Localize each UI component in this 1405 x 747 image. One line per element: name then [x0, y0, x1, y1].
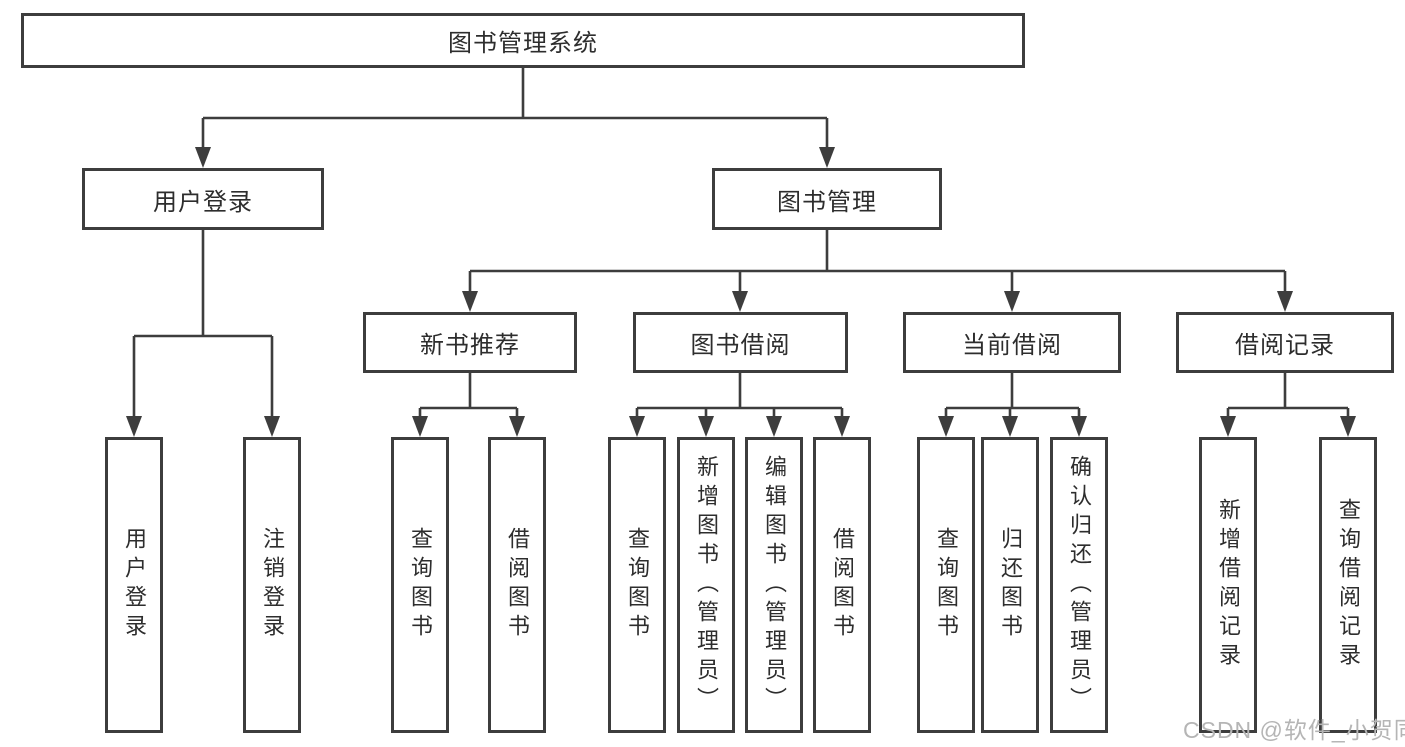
- arrowhead: [819, 147, 835, 168]
- node-book-borrow-label: 图书借阅: [690, 332, 791, 359]
- leaf-add-borrow-record: 新增借阅记录: [1199, 437, 1257, 733]
- leaf-borrow-books-borrow-label: 借阅图书: [830, 527, 855, 643]
- node-new-book-recommend: 新书推荐: [363, 312, 577, 373]
- leaf-query-books-recommend: 查询图书: [391, 437, 449, 733]
- arrowhead: [1340, 416, 1356, 437]
- leaf-confirm-return-admin: 确认归还（管理员）: [1050, 437, 1108, 733]
- line: [468, 230, 1287, 294]
- leaf-return-book: 归还图书: [981, 437, 1039, 733]
- node-borrow-records-label: 借阅记录: [1235, 332, 1335, 359]
- leaf-add-book-admin-label: 新增图书（管理员）: [694, 454, 719, 716]
- node-user-login: 用户登录: [82, 168, 324, 230]
- node-new-book-recommend-label: 新书推荐: [420, 332, 520, 359]
- node-current-borrow: 当前借阅: [903, 312, 1121, 373]
- arrowhead: [834, 416, 850, 437]
- connector-root: [195, 68, 835, 168]
- leaf-add-borrow-record-label: 新增借阅记录: [1216, 498, 1241, 672]
- leaf-logout: 注销登录: [243, 437, 301, 733]
- arrowhead: [1002, 416, 1018, 437]
- connector-user-login: [126, 230, 280, 437]
- leaf-query-books-borrow: 查询图书: [608, 437, 666, 733]
- line: [132, 230, 274, 419]
- node-book-borrow: 图书借阅: [633, 312, 848, 373]
- connector-new-book-recommend: [412, 373, 525, 437]
- arrowhead: [195, 147, 211, 168]
- arrowhead: [938, 416, 954, 437]
- leaf-query-borrow-record-label: 查询借阅记录: [1336, 498, 1361, 672]
- arrowhead: [698, 416, 714, 437]
- arrowhead: [264, 416, 280, 437]
- leaf-edit-book-admin-label: 编辑图书（管理员）: [762, 454, 787, 716]
- arrowhead: [1004, 291, 1020, 312]
- leaf-return-book-label: 归还图书: [998, 527, 1023, 643]
- line: [1226, 373, 1350, 419]
- leaf-query-books-current-label: 查询图书: [934, 527, 959, 643]
- connector-book-borrow: [629, 373, 850, 437]
- line: [201, 68, 829, 150]
- arrowhead: [1071, 416, 1087, 437]
- arrowhead: [766, 416, 782, 437]
- leaf-add-book-admin: 新增图书（管理员）: [677, 437, 735, 733]
- arrowhead: [126, 416, 142, 437]
- leaf-query-books-current: 查询图书: [917, 437, 975, 733]
- leaf-query-books-recommend-label: 查询图书: [408, 527, 433, 643]
- arrowhead: [412, 416, 428, 437]
- node-root-label: 图书管理系统: [448, 30, 598, 57]
- csdn-watermark: CSDN @软件_小贺同学: [1183, 717, 1405, 743]
- arrowhead: [1220, 416, 1236, 437]
- line: [635, 373, 844, 419]
- node-root: 图书管理系统: [21, 13, 1025, 68]
- connector-current-borrow: [938, 373, 1087, 437]
- arrowhead: [732, 291, 748, 312]
- arrowhead: [509, 416, 525, 437]
- node-book-management-label: 图书管理: [777, 188, 877, 216]
- connector-book-management: [462, 230, 1293, 312]
- line: [418, 373, 519, 419]
- arrowhead: [1277, 291, 1293, 312]
- leaf-edit-book-admin: 编辑图书（管理员）: [745, 437, 803, 733]
- leaf-query-borrow-record: 查询借阅记录: [1319, 437, 1377, 733]
- leaf-user-login-label: 用户登录: [122, 527, 147, 643]
- node-borrow-records: 借阅记录: [1176, 312, 1394, 373]
- node-book-management: 图书管理: [712, 168, 942, 230]
- node-user-login-label: 用户登录: [153, 188, 253, 216]
- arrowhead: [462, 291, 478, 312]
- leaf-logout-label: 注销登录: [260, 527, 285, 643]
- node-current-borrow-label: 当前借阅: [962, 332, 1062, 359]
- leaf-query-books-borrow-label: 查询图书: [625, 527, 650, 643]
- line: [944, 373, 1081, 419]
- leaf-user-login: 用户登录: [105, 437, 163, 733]
- leaf-borrow-books-borrow: 借阅图书: [813, 437, 871, 733]
- leaf-confirm-return-admin-label: 确认归还（管理员）: [1067, 454, 1092, 716]
- arrowhead: [629, 416, 645, 437]
- leaf-borrow-books-recommend-label: 借阅图书: [505, 527, 530, 643]
- leaf-borrow-books-recommend: 借阅图书: [488, 437, 546, 733]
- connector-borrow-records: [1220, 373, 1356, 437]
